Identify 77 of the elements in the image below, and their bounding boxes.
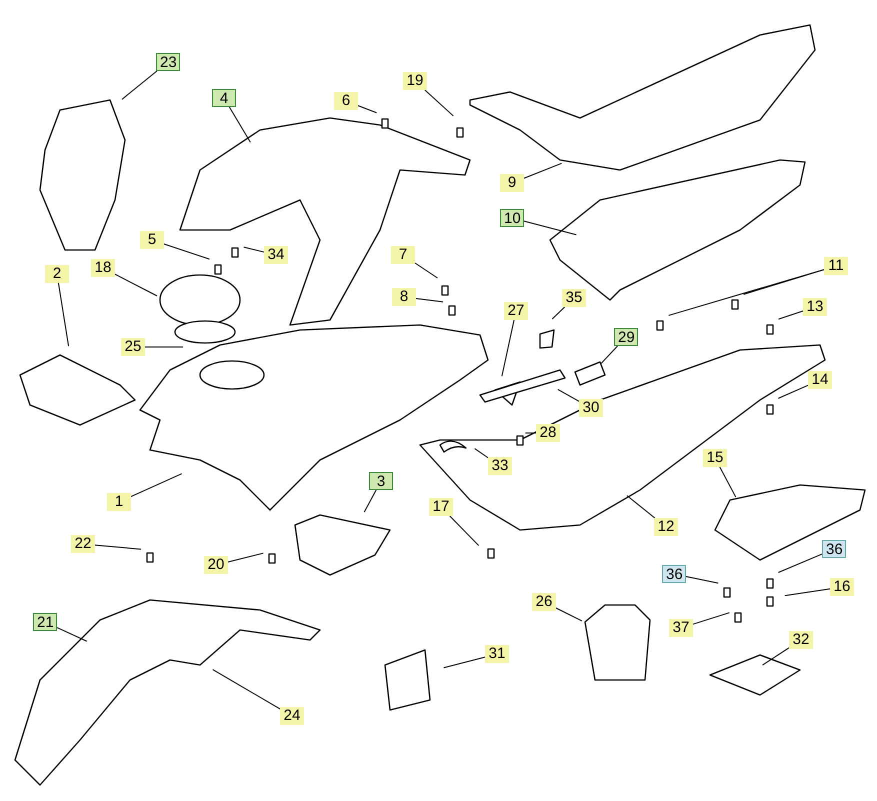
leader-line xyxy=(414,262,438,278)
leader-line xyxy=(212,669,280,710)
callout-number: 24 xyxy=(280,707,304,725)
leader-line xyxy=(474,448,488,458)
leader-line xyxy=(626,495,656,518)
leader-line xyxy=(228,106,251,143)
leader-line xyxy=(114,274,158,296)
callout-number: 33 xyxy=(488,457,512,475)
leader-line xyxy=(56,627,88,642)
leader-line xyxy=(524,162,562,179)
leader-line xyxy=(94,544,142,550)
callout-number: 28 xyxy=(536,424,560,442)
leader-line xyxy=(243,246,264,253)
leader-line xyxy=(557,388,580,402)
leader-line xyxy=(449,516,480,546)
callout-number: 12 xyxy=(654,518,678,536)
leader-line xyxy=(122,70,158,100)
leader-line xyxy=(719,466,736,498)
callout-number: 22 xyxy=(71,535,95,553)
callout-number: 4 xyxy=(212,89,236,107)
callout-number: 30 xyxy=(579,399,603,417)
leader-line xyxy=(778,554,822,573)
callout-number: 3 xyxy=(369,472,393,490)
leader-line xyxy=(556,608,582,622)
leader-line xyxy=(743,269,824,295)
callout-number: 6 xyxy=(334,92,358,110)
leader-line xyxy=(228,552,264,562)
leader-line xyxy=(778,384,808,399)
callout-number: 26 xyxy=(532,593,556,611)
callout-number: 8 xyxy=(392,288,416,306)
leader-line xyxy=(668,269,824,316)
callout-number: 15 xyxy=(703,449,727,467)
callout-number: 9 xyxy=(500,174,524,192)
callout-number: 25 xyxy=(121,338,145,356)
leader-line xyxy=(524,432,536,434)
callout-number: 20 xyxy=(204,556,228,574)
callout-number: 29 xyxy=(614,328,638,346)
leader-line xyxy=(686,576,719,584)
leader-line xyxy=(443,656,486,668)
callout-number: 2 xyxy=(45,265,69,283)
leader-line xyxy=(778,310,804,320)
callout-number: 32 xyxy=(789,631,813,649)
leader-line xyxy=(762,647,790,666)
callout-number: 34 xyxy=(264,246,288,264)
leader-line xyxy=(364,490,377,513)
callout-number: 21 xyxy=(33,613,57,631)
leader-line xyxy=(784,588,830,596)
callout-number: 23 xyxy=(156,53,180,71)
leader-line xyxy=(58,282,70,347)
callout-number: 14 xyxy=(808,371,832,389)
callout-number: 7 xyxy=(391,246,415,264)
callout-number: 31 xyxy=(485,645,509,663)
callout-number: 5 xyxy=(140,231,164,249)
leader-line xyxy=(552,306,566,320)
leader-line xyxy=(424,90,454,116)
leader-line xyxy=(692,612,730,625)
callout-number: 1 xyxy=(107,493,131,511)
leader-line xyxy=(501,320,515,377)
callout-number: 11 xyxy=(824,257,848,275)
callout-number: 36 xyxy=(662,565,686,583)
callout-number: 18 xyxy=(91,259,115,277)
callout-number: 17 xyxy=(429,498,453,516)
leader-line xyxy=(144,346,184,348)
callout-number: 16 xyxy=(830,578,854,596)
leader-line xyxy=(524,220,577,236)
leader-line xyxy=(130,473,182,498)
leader-line xyxy=(358,105,378,114)
callout-number: 36 xyxy=(822,540,846,558)
callout-number: 37 xyxy=(669,619,693,637)
leader-line xyxy=(164,244,210,260)
leader-line xyxy=(416,298,444,302)
callout-number: 35 xyxy=(562,289,586,307)
callout-number: 13 xyxy=(803,298,827,316)
callout-number: 27 xyxy=(504,302,528,320)
leader-line xyxy=(600,346,618,364)
callout-number: 19 xyxy=(403,72,427,90)
callout-number: 10 xyxy=(500,209,524,227)
